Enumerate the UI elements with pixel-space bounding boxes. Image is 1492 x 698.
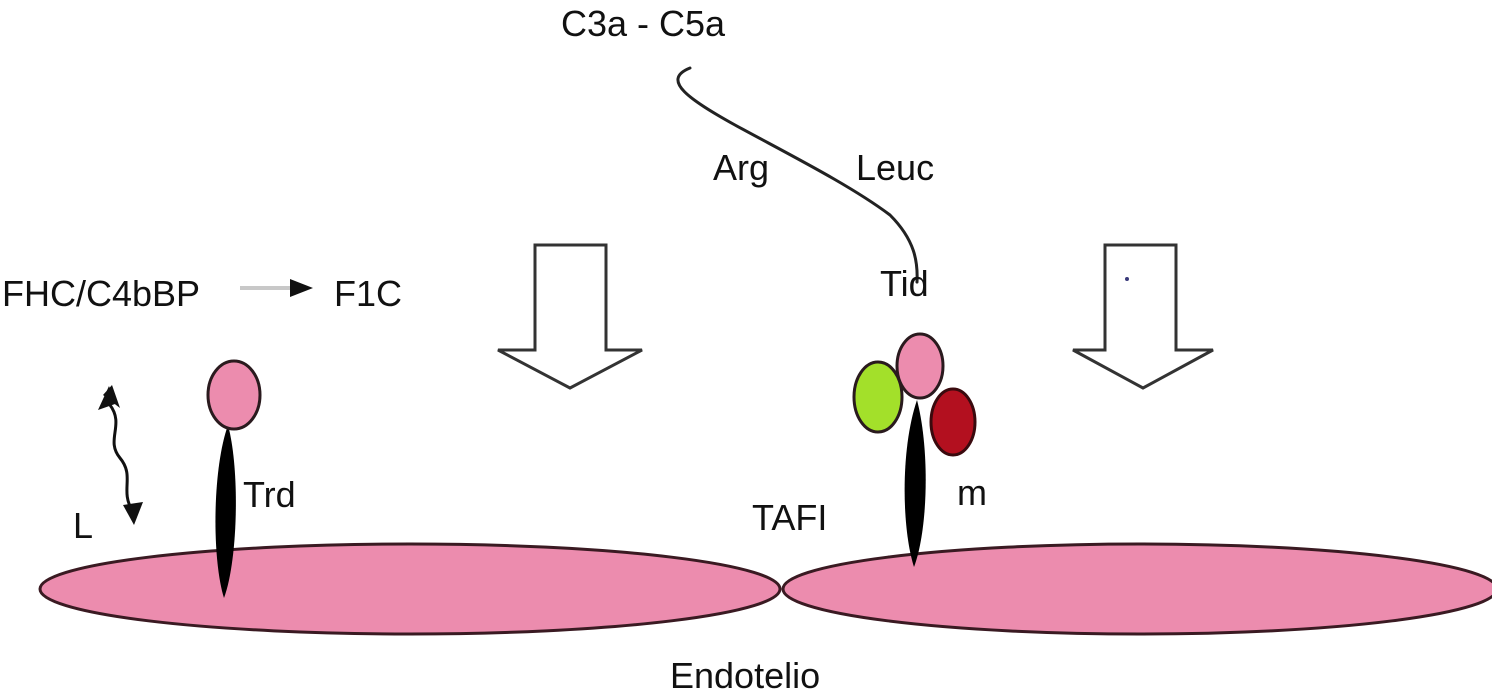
l-label: L [73, 505, 94, 546]
wavy-arrow-bottom-head [123, 502, 143, 525]
right-receptor-green-domain [852, 360, 904, 434]
left-endothelial-cell [38, 542, 782, 636]
small-dot [1125, 277, 1129, 281]
right-down-arrow [1072, 243, 1214, 390]
bidirectional-wavy-arrow [108, 404, 134, 511]
fhc-label: FHC/C4bBP [2, 273, 201, 314]
right-receptor-red-domain [929, 387, 977, 457]
fhc-to-f1c-arrowhead [290, 279, 313, 297]
tid-label: Tid [880, 263, 929, 304]
tafi-label: TAFI [752, 497, 828, 538]
right-endothelial-cell [781, 542, 1492, 636]
right-receptor-pink-domain [895, 332, 945, 400]
c3a-c5a-label: C3a - C5a [561, 3, 726, 44]
leuc-label: Leuc [856, 147, 935, 188]
left-down-arrow [497, 243, 643, 390]
left-receptor-head [206, 359, 262, 431]
arg-label: Arg [713, 147, 770, 188]
endotelio-label: Endotelio [670, 655, 821, 696]
wavy-arrow-top-head-b [98, 386, 115, 410]
c3a-c5a-curve [676, 66, 919, 284]
f1c-label: F1C [334, 273, 403, 314]
trd-label: Trd [243, 474, 296, 515]
right-receptor-stalk [904, 400, 926, 567]
left-receptor-stalk [215, 425, 236, 598]
m-label: m [957, 472, 987, 513]
